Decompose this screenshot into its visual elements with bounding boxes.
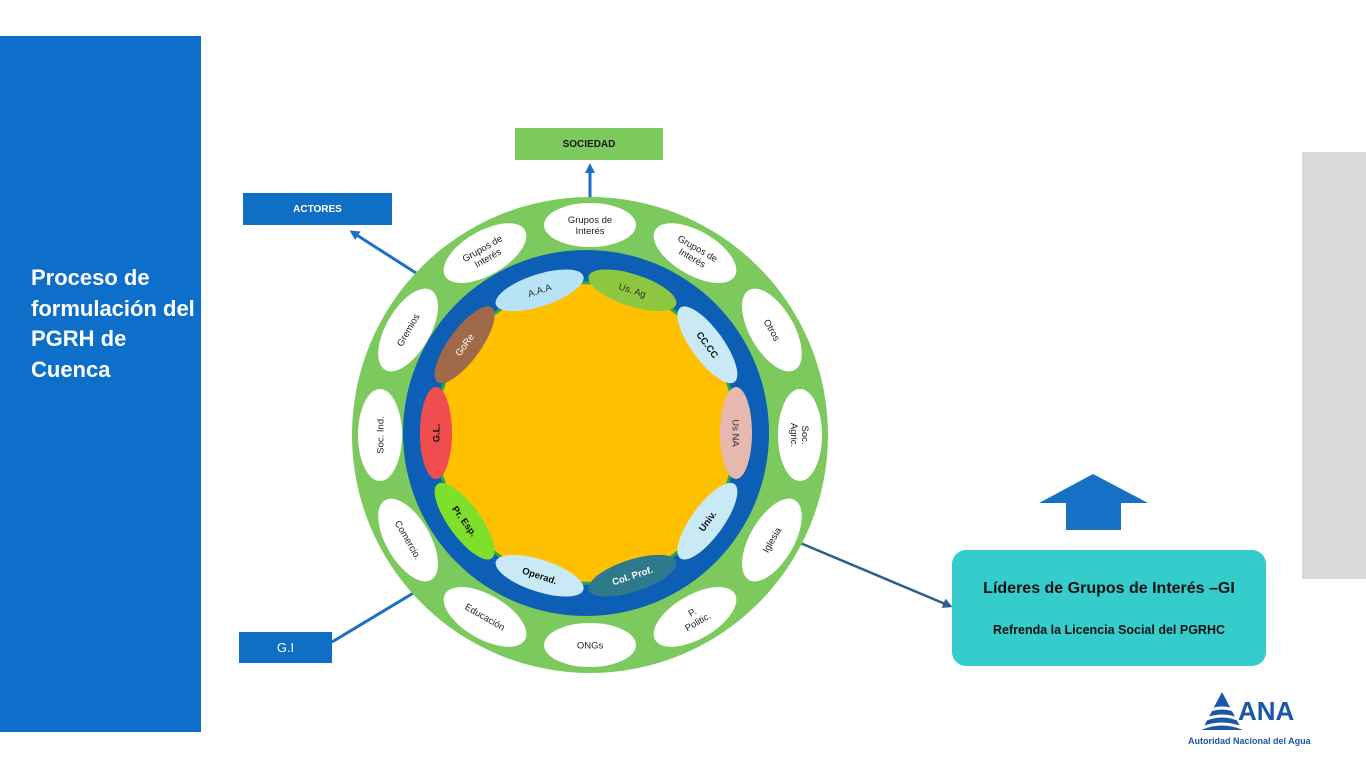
- outer-stakeholder-label: ONGs: [577, 640, 604, 651]
- outer-stakeholder-ellipse: [653, 587, 737, 647]
- title-panel: [0, 36, 201, 732]
- outer-stakeholder-ellipse: [443, 223, 527, 283]
- inner-actor-ellipse: [420, 387, 452, 479]
- leaders-subtitle: Refrenda la Licencia Social del PGRHC: [992, 623, 1226, 637]
- inner-actor-ellipse: [677, 306, 738, 384]
- gi-box: G.I: [239, 632, 332, 663]
- side-scroll-bar: [1302, 152, 1366, 579]
- slide-title: Proceso de formulación del PGRH de Cuenc…: [31, 265, 195, 382]
- sociedad-box: SOCIEDAD: [515, 128, 663, 160]
- wave-logo-icon: [1201, 692, 1243, 730]
- logo-name: ANA: [1238, 696, 1295, 726]
- inner-actor-label: G.L.: [431, 424, 442, 442]
- outer-stakeholder-ellipse: [742, 498, 802, 582]
- outer-stakeholder-ellipse: [378, 288, 438, 372]
- inner-actor-ellipse: [434, 482, 495, 560]
- inner-actor-ellipse: [434, 306, 495, 384]
- outer-stakeholder-label: Soc. Ind.: [375, 416, 386, 454]
- outer-stakeholder-ellipse: [778, 389, 822, 481]
- outer-stakeholder-ellipse: [378, 498, 438, 582]
- inner-actor-label: Us NA: [730, 419, 741, 447]
- outer-stakeholder-label: Soc.Agric.: [788, 423, 810, 447]
- inner-actor-ellipse: [720, 387, 752, 479]
- leaders-title: Líderes de Grupos de Interés –GI: [983, 580, 1235, 597]
- actores-box: ACTORES: [243, 193, 392, 225]
- up-arrow-icon: [1039, 474, 1148, 530]
- logo-subtitle: Autoridad Nacional del Agua: [1188, 736, 1311, 746]
- outer-stakeholder-ellipse: [653, 223, 737, 283]
- inner-actor-ellipse: [495, 554, 584, 597]
- outer-stakeholder-ellipse: [544, 623, 636, 667]
- inner-actor-ellipse: [588, 554, 677, 597]
- outer-stakeholder-ellipse: [544, 203, 636, 247]
- arrow-to-leaders: [785, 535, 953, 608]
- ana-logo: ANA Autoridad Nacional del Agua: [1186, 690, 1326, 750]
- inner-actor-ellipse: [495, 269, 584, 312]
- outer-stakeholder-ellipse: [358, 389, 402, 481]
- outer-stakeholder-ellipse: [443, 587, 527, 647]
- inner-actor-ellipse: [677, 482, 738, 560]
- leaders-box: Líderes de Grupos de Interés –GI Refrend…: [952, 550, 1266, 666]
- inner-actor-ellipse: [588, 269, 677, 312]
- outer-stakeholder-ellipse: [742, 288, 802, 372]
